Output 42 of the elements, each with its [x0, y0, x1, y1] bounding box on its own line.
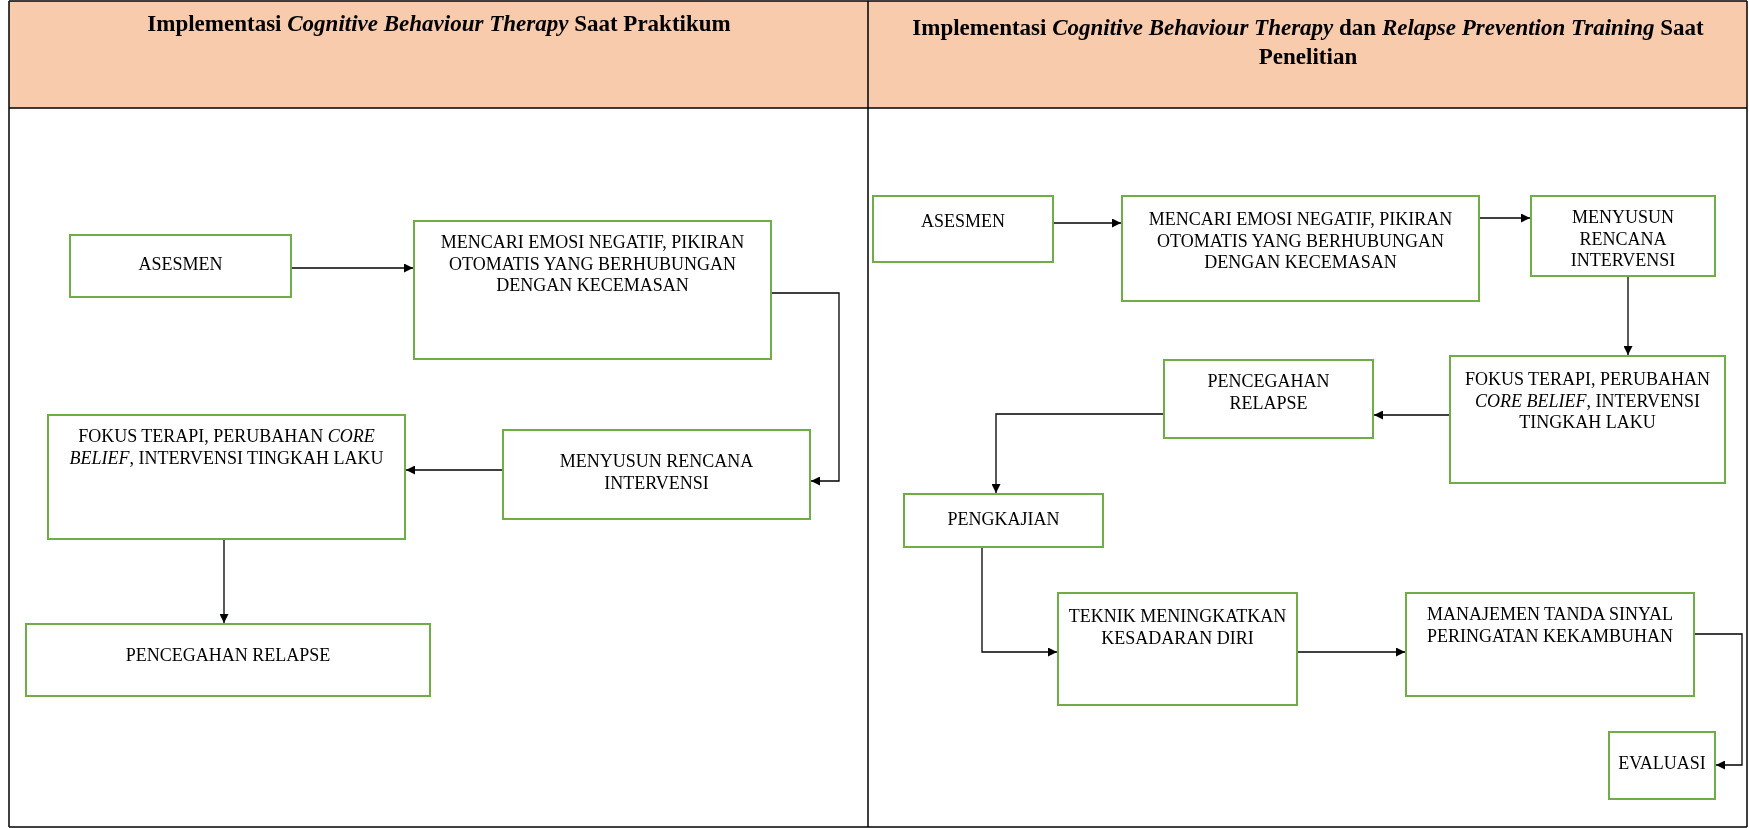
box-label: MENYUSUN RENCANA INTERVENSI — [1569, 207, 1677, 272]
box-label: MENCARI EMOSI NEGATIF, PIKIRAN OTOMATIS YANG BERHUBUNGAN DENGAN KECEMASAN — [439, 232, 746, 297]
process-box — [1163, 359, 1374, 439]
process-box — [872, 195, 1054, 263]
box-label: MENYUSUN RENCANA INTERVENSI — [558, 451, 755, 495]
box-label: ASESMEN — [137, 254, 224, 276]
box-label: FOKUS TERAPI, PERUBAHAN CORE BELIEF, INTERVENSI TINGKAH LAKU — [1463, 369, 1712, 434]
column-heading: Implementasi Cognitive Behaviour Therapy Saat Praktikum — [146, 10, 732, 38]
arrow — [291, 263, 414, 273]
process-box — [413, 220, 772, 360]
process-box — [1405, 592, 1695, 697]
box-label: PENCEGAHAN RELAPSE — [124, 645, 332, 667]
arrow — [405, 465, 503, 475]
box-label: PENCEGAHAN RELAPSE — [1206, 371, 1331, 415]
process-box — [69, 234, 292, 298]
box-label: TEKNIK MENINGKATKAN KESADARAN DIRI — [1067, 606, 1288, 650]
arrow — [1053, 218, 1122, 228]
arrow — [991, 413, 1164, 494]
process-box — [1608, 731, 1716, 800]
arrow — [1373, 410, 1450, 420]
process-box — [1121, 195, 1480, 302]
arrow — [219, 539, 229, 624]
process-box — [903, 493, 1104, 548]
process-box — [25, 623, 431, 697]
box-label: EVALUASI — [1617, 753, 1707, 775]
process-box — [1057, 592, 1298, 706]
process-box — [1449, 355, 1726, 484]
box-label: MANAJEMEN TANDA SINYAL PERINGATAN KEKAMBUHAN — [1425, 604, 1675, 648]
box-label: FOKUS TERAPI, PERUBAHAN CORE BELIEF, INTERVENSI TINGKAH LAKU — [68, 426, 385, 470]
box-label: PENGKAJIAN — [946, 509, 1061, 531]
process-box — [47, 414, 406, 540]
arrow — [1623, 276, 1633, 356]
box-label: ASESMEN — [920, 211, 1006, 233]
arrow — [981, 547, 1058, 657]
arrow — [1297, 647, 1406, 657]
arrow — [771, 292, 840, 486]
column-heading: Implementasi Cognitive Behaviour Therapy dan Relapse Prevention Training Saat Penelitian — [911, 14, 1705, 71]
box-label: MENCARI EMOSI NEGATIF, PIKIRAN OTOMATIS YANG BERHUBUNGAN DENGAN KECEMASAN — [1147, 209, 1454, 274]
process-box — [502, 429, 811, 520]
process-box — [1530, 195, 1716, 277]
arrow — [1694, 633, 1743, 770]
arrow — [1479, 213, 1531, 223]
